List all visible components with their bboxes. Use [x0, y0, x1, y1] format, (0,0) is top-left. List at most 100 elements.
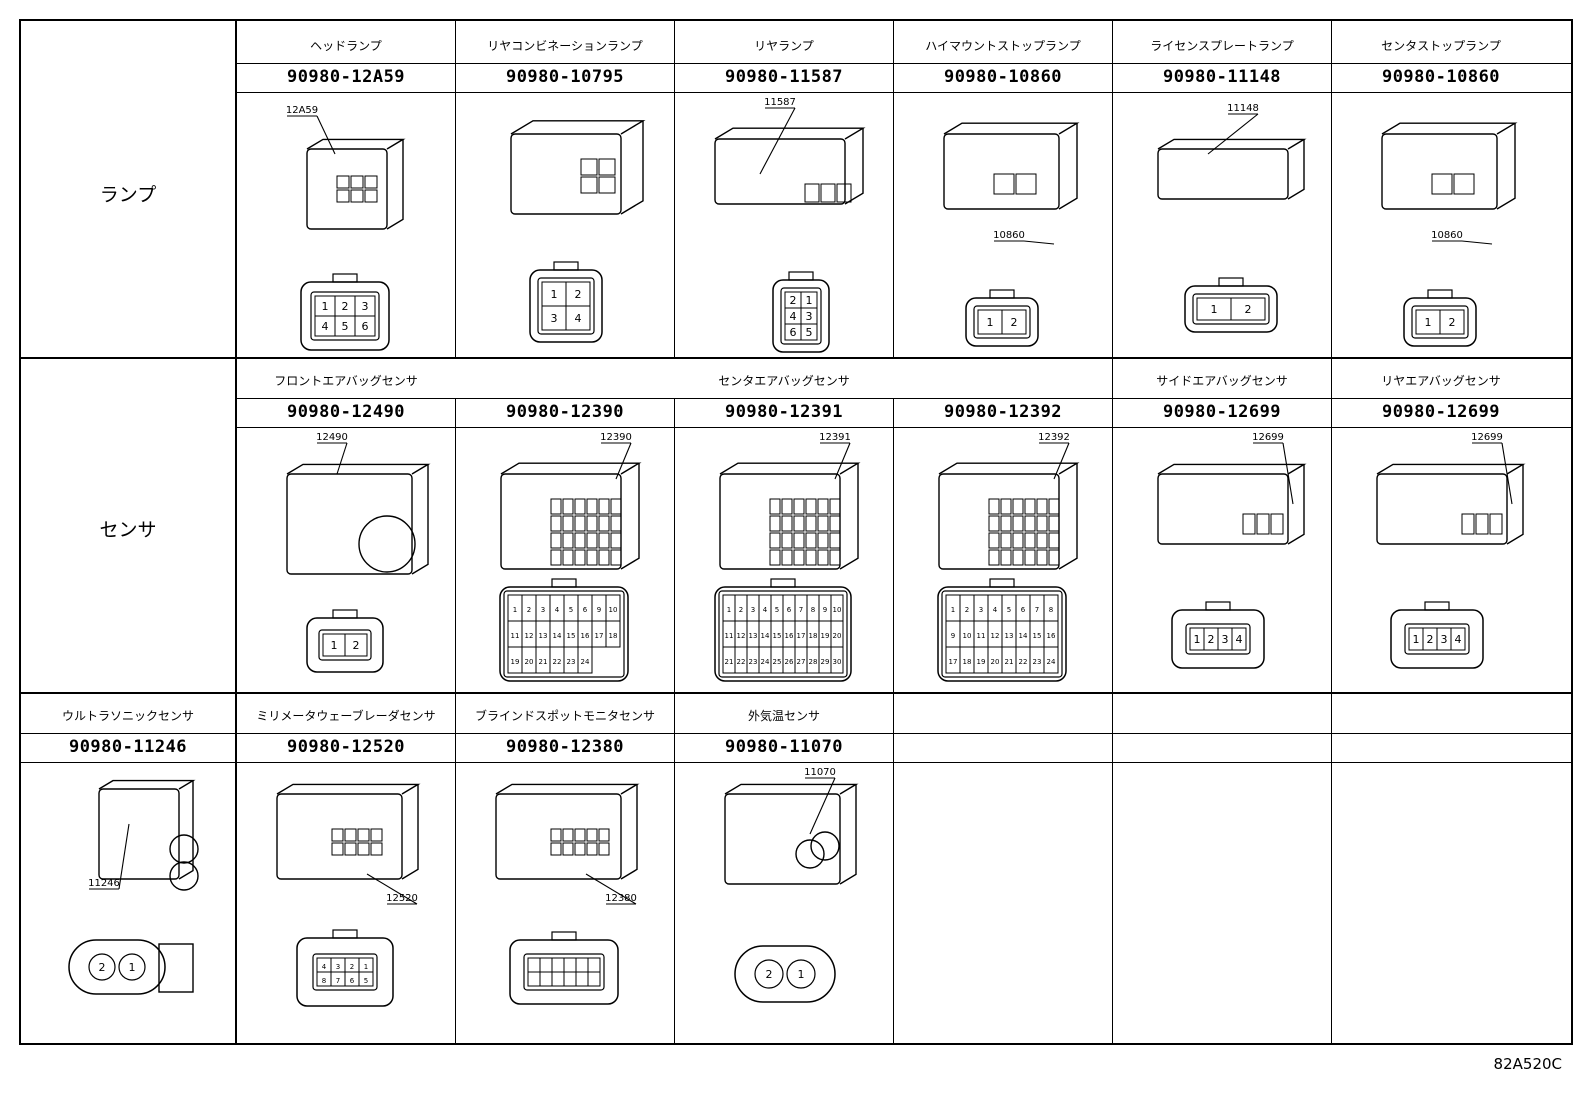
lock-tab — [332, 929, 358, 939]
header-divider — [236, 63, 1573, 64]
pin-number: 22 — [553, 658, 562, 666]
pin-number: 4 — [993, 606, 998, 614]
part-number: 90980-11070 — [724, 737, 844, 757]
leader-line — [809, 777, 836, 835]
pin-number: 1 — [1194, 633, 1201, 646]
pin-cavity — [605, 620, 621, 648]
pin-cavity — [786, 959, 816, 989]
column-divider — [893, 19, 894, 358]
header-divider — [236, 398, 1573, 399]
pin-number: 6 — [583, 606, 588, 614]
column-name: フロントエアバッグセンサ — [274, 374, 418, 388]
pin-number: 14 — [553, 632, 562, 640]
pin-number: 24 — [1047, 658, 1056, 666]
part-code-label: 12392 — [1038, 432, 1070, 443]
cavity-grid — [331, 828, 383, 856]
connector-face-inner — [1192, 293, 1270, 325]
part-number: 90980-12392 — [943, 402, 1063, 422]
connector-housing — [1157, 463, 1307, 545]
lock-tab — [553, 261, 579, 271]
pin-number: 21 — [1005, 658, 1014, 666]
pin-number: 8 — [1049, 606, 1053, 614]
pin-number: 2 — [1208, 633, 1215, 646]
lock-tab — [788, 271, 814, 281]
pin-number: 24 — [761, 658, 770, 666]
pin-number: 2 — [1245, 303, 1252, 316]
leader-line — [316, 115, 336, 155]
part-number: 90980-12699 — [1381, 402, 1501, 422]
pin-number: 16 — [1047, 632, 1056, 640]
pin-number: 2 — [1011, 316, 1018, 329]
pin-number: 24 — [581, 658, 590, 666]
connector-face — [734, 945, 836, 1003]
pin-number: 1 — [322, 300, 329, 313]
connector-face-inner — [941, 590, 1063, 678]
pin-cavity — [587, 957, 601, 973]
pin-number: 29 — [821, 658, 830, 666]
column-divider — [674, 19, 675, 358]
header-divider — [236, 427, 1573, 428]
column-name: ミリメータウェーブレーダセンサ — [256, 709, 436, 723]
pin-number: 5 — [1007, 606, 1011, 614]
part-code-label: 12A59 — [286, 105, 318, 116]
pin-number: 4 — [1236, 633, 1243, 646]
pin-number: 2 — [1427, 633, 1434, 646]
cavity-grid — [1461, 513, 1503, 535]
pin-number: 2 — [99, 961, 106, 974]
connector-housing — [276, 783, 421, 880]
pin-cavity — [1231, 627, 1247, 651]
pin-number: 4 — [322, 963, 327, 971]
pin-cavity — [551, 971, 565, 987]
connector-face-inner — [312, 953, 378, 991]
leader-line — [1501, 442, 1513, 505]
pin-cavity — [1439, 309, 1465, 335]
pin-number: 2 — [353, 639, 360, 652]
pin-number: 2 — [527, 606, 531, 614]
part-number: 90980-11587 — [724, 67, 844, 87]
pin-number: 1 — [129, 961, 136, 974]
pin-number: 22 — [737, 658, 746, 666]
pin-number: 5 — [775, 606, 779, 614]
pin-cavity — [577, 646, 593, 674]
pin-number: 3 — [336, 963, 340, 971]
connector-illustration: 12380 — [456, 764, 673, 1044]
connector-housing — [98, 779, 196, 880]
pin-number: 17 — [797, 632, 806, 640]
pin-number: 16 — [785, 632, 794, 640]
column-divider — [893, 398, 894, 1045]
pin-number: 13 — [539, 632, 548, 640]
connector-face-inner — [503, 590, 625, 678]
pin-number: 12 — [525, 632, 534, 640]
pin-cavity — [563, 957, 577, 973]
connector-face — [68, 939, 166, 995]
column-divider — [1112, 19, 1113, 1045]
part-code-label: 12390 — [600, 432, 632, 443]
part-number: 90980-12490 — [286, 402, 406, 422]
connector-face-inner — [718, 590, 848, 678]
pin-number: 15 — [567, 632, 576, 640]
pin-number: 20 — [991, 658, 1000, 666]
pin-number: 21 — [725, 658, 734, 666]
part-number: 90980-12520 — [286, 737, 406, 757]
cavity-grid — [1242, 513, 1284, 535]
pin-number: 7 — [336, 977, 340, 985]
leader-line — [1053, 442, 1070, 480]
pin-number: 1 — [1211, 303, 1218, 316]
part-number: 90980-10860 — [1381, 67, 1501, 87]
pin-cavity — [565, 305, 591, 331]
pin-number: 1 — [513, 606, 517, 614]
leader-line — [1207, 113, 1259, 155]
part-number: 90980-12A59 — [286, 67, 406, 87]
connector-port — [810, 831, 840, 861]
cavity-grid — [769, 498, 841, 566]
column-name: センタストップランプ — [1381, 39, 1501, 53]
part-code-label: 12699 — [1252, 432, 1284, 443]
